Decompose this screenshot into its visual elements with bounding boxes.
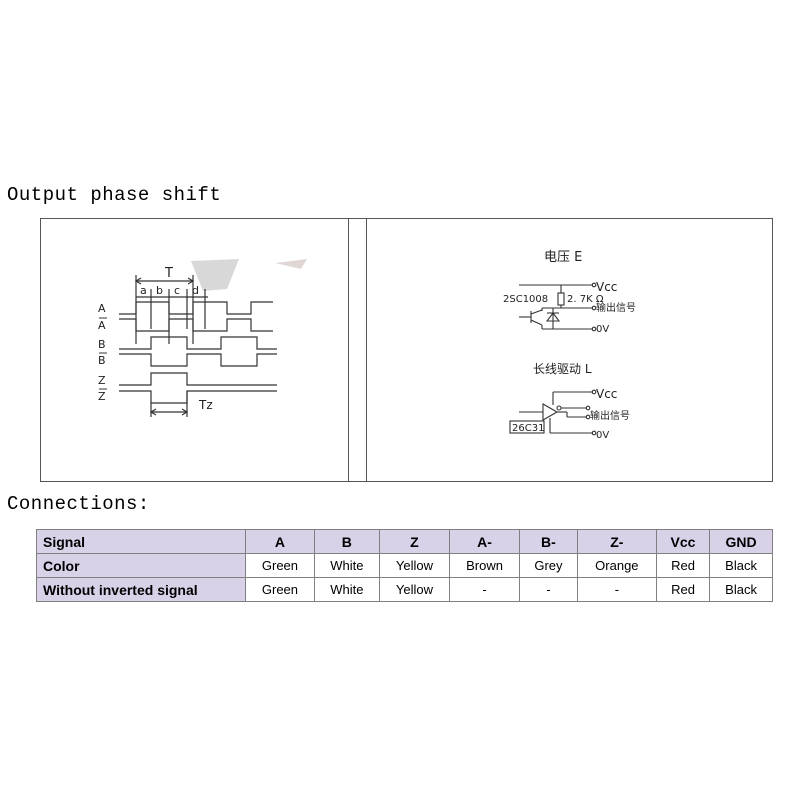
output-phase-shift-title: Output phase shift (7, 184, 222, 206)
header-cell: Vcc (655, 529, 711, 554)
table-cell: Orange (576, 553, 657, 578)
vcc-label: Vcc (596, 280, 617, 294)
waveform-b (119, 336, 277, 350)
header-cell: Z (378, 529, 451, 554)
segment-label-b: b (156, 284, 163, 297)
table-header-row: Signal A B Z A- B- Z- Vcc GND (36, 529, 773, 554)
waveform-z-inverted (119, 390, 277, 404)
table-cell: White (313, 553, 380, 578)
table-cell: - (519, 577, 578, 602)
header-cell: B- (519, 529, 578, 554)
table-cell: Black (709, 577, 773, 602)
terminal (591, 389, 597, 395)
header-cell: Z- (576, 529, 657, 554)
smudge-mark (275, 259, 307, 269)
transistor-symbol (530, 319, 543, 326)
table-cell: Green (245, 577, 315, 602)
table-row: Color Green White Yellow Brown Grey Oran… (36, 553, 773, 578)
table-cell: Green (245, 553, 315, 578)
table-cell: Grey (519, 553, 578, 578)
signal-label-b-inverted: B (98, 354, 106, 367)
driver-ic-box (509, 420, 545, 434)
output-signal-label: 输出信号 (590, 409, 630, 422)
row-label: Without inverted signal (36, 577, 246, 602)
output-signal-label: 输出信号 (596, 301, 636, 314)
header-cell: A- (449, 529, 521, 554)
resistor-label: 2. 7K Ω (567, 294, 604, 305)
signal-label-b: B (98, 338, 106, 351)
table-cell: Black (709, 553, 773, 578)
zero-v-label: 0V (596, 430, 609, 441)
line-driver-title: 长线驱动 L (533, 362, 592, 376)
segment-label-c: c (174, 284, 180, 297)
diagram-frame: T a b c d A A B B Z Z Tz 电压 E Vcc 2SC100… (40, 218, 773, 482)
transistor-symbol (530, 309, 543, 315)
terminal (585, 414, 591, 420)
diode-symbol (545, 312, 561, 322)
signal-label-z: Z (98, 374, 106, 387)
connections-title: Connections: (7, 493, 150, 515)
terminal (591, 305, 597, 311)
signal-label-a-inverted: A (98, 319, 106, 332)
table-cell: Brown (449, 553, 521, 578)
tz-arrow (181, 408, 189, 416)
vcc-label: Vcc (596, 387, 617, 401)
frame-divider (348, 219, 349, 481)
table-cell: White (313, 577, 380, 602)
tz-label: Tz (198, 398, 213, 412)
tz-arrow (149, 408, 157, 416)
table-cell: Yellow (378, 553, 451, 578)
voltage-output-title: 电压 E (544, 250, 582, 265)
waveform-a (119, 301, 273, 315)
segment-label-d: d (192, 284, 199, 297)
table-row: Without inverted signal Green White Yell… (36, 577, 773, 602)
header-cell: B (313, 529, 380, 554)
table-cell: - (576, 577, 657, 602)
waveform-a-inverted (119, 318, 273, 332)
period-label: T (164, 266, 173, 281)
segment-label-a: a (140, 284, 147, 297)
row-label: Color (36, 553, 246, 578)
inverter-bubble (556, 405, 562, 411)
waveform-b-inverted (119, 353, 277, 367)
connections-table: Signal A B Z A- B- Z- Vcc GND Color Gree… (36, 529, 773, 602)
table-cell: - (449, 577, 521, 602)
table-cell: Red (655, 553, 711, 578)
terminal (585, 405, 591, 411)
signal-label-z-inverted: Z (98, 390, 106, 403)
terminal (591, 326, 597, 332)
waveform-z (119, 372, 277, 386)
driver-buffer-symbol (542, 403, 559, 421)
table-cell: Yellow (378, 577, 451, 602)
header-cell: A (245, 529, 315, 554)
zero-v-label: 0V (596, 324, 609, 335)
signal-label-a: A (98, 302, 106, 315)
header-cell: Signal (36, 529, 246, 554)
terminal (591, 430, 597, 436)
resistor-symbol (557, 292, 565, 306)
transistor-label: 2SC1008 (503, 294, 548, 305)
terminal (591, 282, 597, 288)
smudge-mark (191, 259, 239, 291)
header-cell: GND (709, 529, 773, 554)
table-cell: Red (655, 577, 711, 602)
timing-diagram: T a b c d A A B B Z Z Tz (98, 259, 307, 417)
driver-ic-label: 26C31 (512, 423, 544, 434)
output-circuits-diagram: 电压 E Vcc 2SC1008 2. 7K Ω 输出信号 0V 长线驱动 L … (503, 250, 636, 441)
frame-divider (366, 219, 367, 481)
